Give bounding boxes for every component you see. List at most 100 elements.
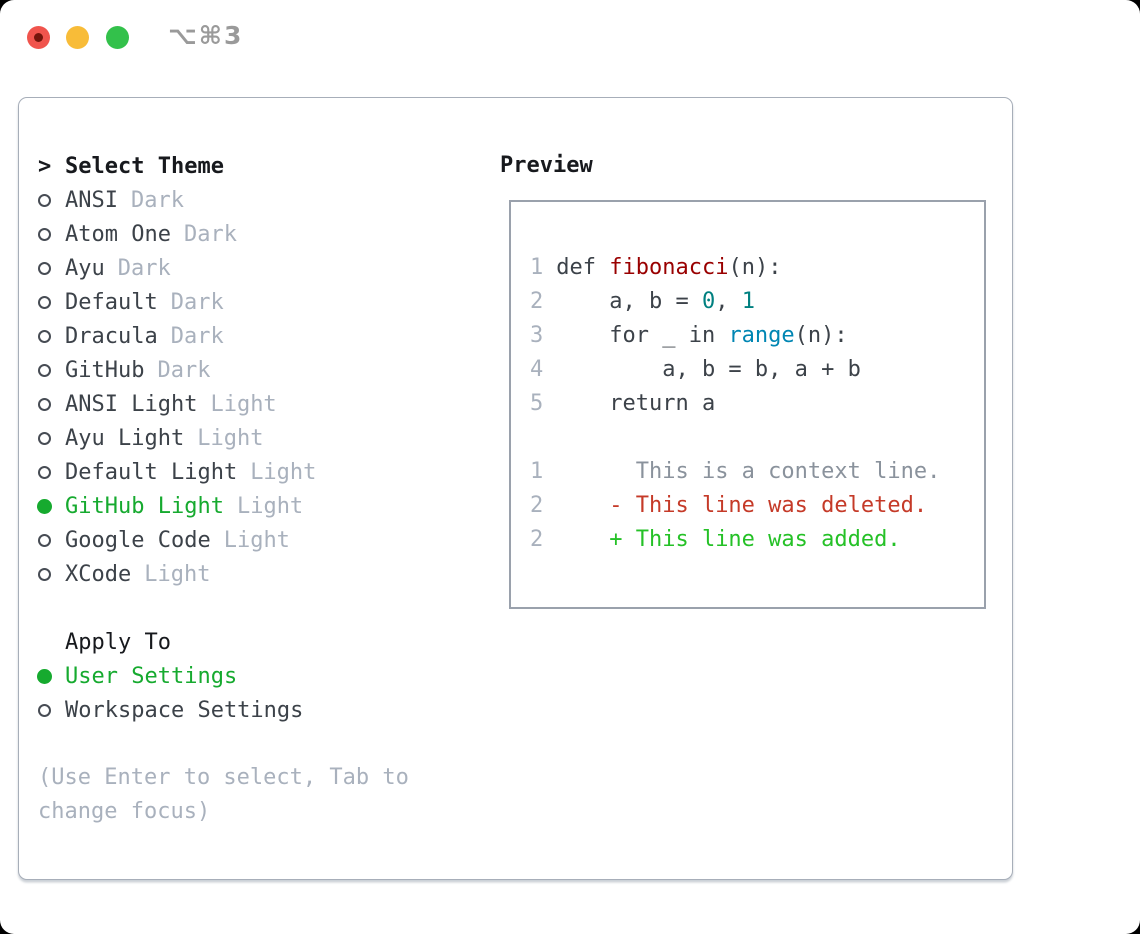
window-title: ⌥⌘3 [168, 21, 244, 50]
theme-option-github[interactable]: GitHub Dark [38, 353, 409, 387]
zoom-button[interactable] [106, 26, 129, 49]
theme-option-label: Atom One [65, 221, 171, 247]
theme-variant-label: Dark [157, 357, 211, 383]
code-line: 5 return a [530, 387, 940, 421]
theme-variant-label: Dark [183, 221, 237, 247]
hint-line-2: change focus) [38, 799, 211, 824]
select-theme-title: Select Theme [65, 153, 224, 179]
apply-to-header: Apply To [38, 625, 409, 659]
theme-option-label: ANSI Light [65, 391, 198, 417]
hint-text: (Use Enter to select, Tab to change focu… [38, 761, 409, 829]
code-line: 2 + This line was added. [530, 523, 940, 557]
line-number: 3 [530, 323, 544, 348]
radio-icon [38, 431, 65, 445]
theme-option-label: Google Code [65, 527, 211, 553]
radio-icon [38, 465, 65, 479]
theme-option-atom-one[interactable]: Atom One Dark [38, 217, 409, 251]
radio-selected-icon [37, 498, 65, 514]
apply-option-workspace-settings[interactable]: Workspace Settings [38, 693, 409, 727]
theme-option-ansi[interactable]: ANSI Dark [38, 183, 409, 217]
code-line: 2 - This line was deleted. [530, 489, 940, 523]
line-number: 2 [530, 289, 544, 314]
theme-option-label: ANSI [65, 187, 118, 213]
code-segment: def [556, 255, 610, 280]
theme-option-label: GitHub Light [65, 493, 224, 519]
radio-icon [38, 567, 65, 581]
theme-option-label: GitHub [65, 357, 145, 383]
spacer [38, 727, 409, 761]
apply-option-label: User Settings [65, 663, 238, 689]
theme-option-label: Default [65, 289, 158, 315]
theme-variant-label: Light [197, 425, 264, 451]
line-number: 1 [530, 255, 544, 280]
theme-option-label: XCode [65, 561, 132, 587]
code-segment: 0 [701, 289, 716, 314]
radio-icon [38, 397, 65, 411]
theme-option-label: Ayu Light [65, 425, 185, 451]
apply-option-label: Workspace Settings [65, 697, 304, 723]
theme-option-ayu-light[interactable]: Ayu Light Light [38, 421, 409, 455]
code-line: 4 a, b = b, a + b [530, 353, 940, 387]
line-number: 2 [530, 493, 544, 518]
line-number: 5 [530, 391, 544, 416]
theme-option-default-light[interactable]: Default Light Light [38, 455, 409, 489]
preview-header: Preview [500, 153, 593, 178]
code-segment: return a [556, 391, 716, 416]
code-line: 1 This is a context line. [530, 455, 940, 489]
theme-variant-label: Light [210, 391, 277, 417]
apply-to-title: Apply To [65, 629, 171, 655]
code-segment: 1 [741, 289, 755, 314]
theme-variant-label: Light [223, 527, 290, 553]
select-theme-header: > Select Theme [38, 149, 409, 183]
radio-icon [38, 227, 65, 241]
code-segment: a, b = [556, 289, 702, 314]
code-line: 1 def fibonacci(n): [530, 251, 940, 285]
code-segment: This is a context line. [556, 459, 941, 484]
code-segment: - This line was deleted. [556, 493, 928, 518]
code-segment: fibonacci [609, 255, 729, 280]
radio-icon [38, 363, 65, 377]
theme-variant-label: Dark [170, 289, 224, 315]
radio-icon [38, 533, 65, 547]
radio-selected-icon [37, 668, 65, 684]
theme-option-label: Default Light [65, 459, 238, 485]
code-segment: for _ in [556, 323, 729, 348]
radio-icon [38, 261, 65, 275]
apply-option-user-settings[interactable]: User Settings [37, 659, 409, 693]
theme-option-xcode[interactable]: XCode Light [38, 557, 409, 591]
code-line: 3 for _ in range(n): [530, 319, 940, 353]
code-segment: (n): [728, 255, 782, 280]
hint-line-1: (Use Enter to select, Tab to [38, 765, 409, 790]
line-number: 4 [530, 357, 544, 382]
theme-option-label: Dracula [65, 323, 158, 349]
theme-variant-label: Light [250, 459, 317, 485]
code-line [530, 421, 940, 455]
radio-icon [38, 329, 65, 343]
theme-variant-label: Light [144, 561, 211, 587]
theme-option-ansi-light[interactable]: ANSI Light Light [38, 387, 409, 421]
theme-variant-label: Dark [170, 323, 224, 349]
close-button[interactable] [27, 26, 50, 49]
theme-option-default[interactable]: Default Dark [38, 285, 409, 319]
code-segment: + This line was added. [556, 527, 901, 552]
theme-variant-label: Dark [117, 255, 171, 281]
theme-option-dracula[interactable]: Dracula Dark [38, 319, 409, 353]
theme-option-label: Ayu [65, 255, 105, 281]
theme-variant-label: Dark [130, 187, 184, 213]
theme-option-google-code[interactable]: Google Code Light [38, 523, 409, 557]
code-segment: a, b = b, a + b [556, 357, 861, 382]
code-line: 2 a, b = 0, 1 [530, 285, 940, 319]
theme-option-ayu[interactable]: Ayu Dark [38, 251, 409, 285]
radio-icon [38, 703, 65, 717]
theme-variant-label: Light [236, 493, 304, 519]
code-segment: range [728, 323, 795, 348]
theme-option-github-light[interactable]: GitHub Light Light [37, 489, 409, 523]
code-segment: (n): [794, 323, 848, 348]
minimize-button[interactable] [66, 26, 89, 49]
radio-icon [38, 295, 65, 309]
